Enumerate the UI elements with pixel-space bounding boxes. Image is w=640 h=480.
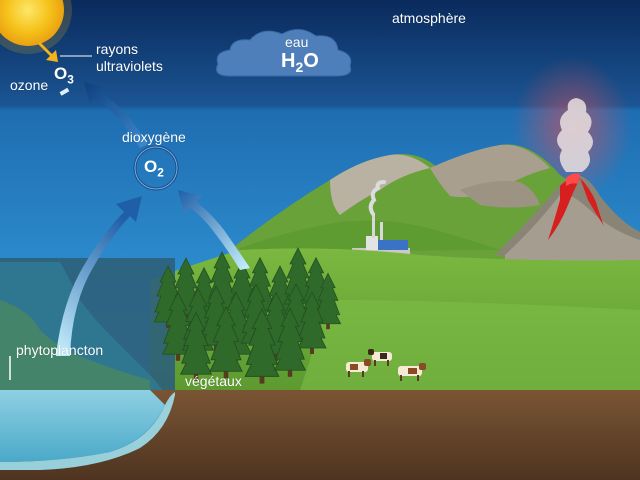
tree-icon [209, 305, 243, 379]
uv-rays-label-line2: ultraviolets [96, 58, 163, 74]
atmosphere-label: atmosphère [392, 10, 466, 26]
water-label: eau [285, 34, 309, 50]
arrow-plants-to-oxygen [178, 190, 250, 270]
tree-icon [314, 272, 342, 330]
volcano-icon [495, 98, 640, 262]
arrow-icon [56, 82, 250, 356]
sun-icon [0, 0, 72, 54]
plants-label: végétaux [185, 373, 242, 389]
uv-ray-icon [38, 42, 58, 62]
arrow-oxygen-to-ozone [84, 82, 148, 148]
soil [0, 390, 640, 480]
ozone-label: ozone [10, 77, 49, 93]
water-formula: H2O [281, 50, 319, 75]
phytoplankton-label: phytoplancton [16, 342, 104, 358]
tree-icon [244, 308, 280, 384]
cloud-icon [216, 29, 352, 77]
tree-icon [297, 291, 327, 354]
oxygen-formula: O2 [144, 157, 164, 180]
uv-rays-label-line1: rayons [96, 41, 139, 57]
arrow-phytoplankton-to-oxygen [56, 196, 142, 356]
forest [153, 247, 342, 384]
cow-icon [346, 349, 426, 381]
tree-icon [179, 311, 213, 381]
ozone-formula: O3 [54, 64, 74, 87]
oxygen-label: dioxygène [122, 129, 186, 145]
sea [0, 258, 175, 462]
tree-icon [273, 307, 307, 377]
